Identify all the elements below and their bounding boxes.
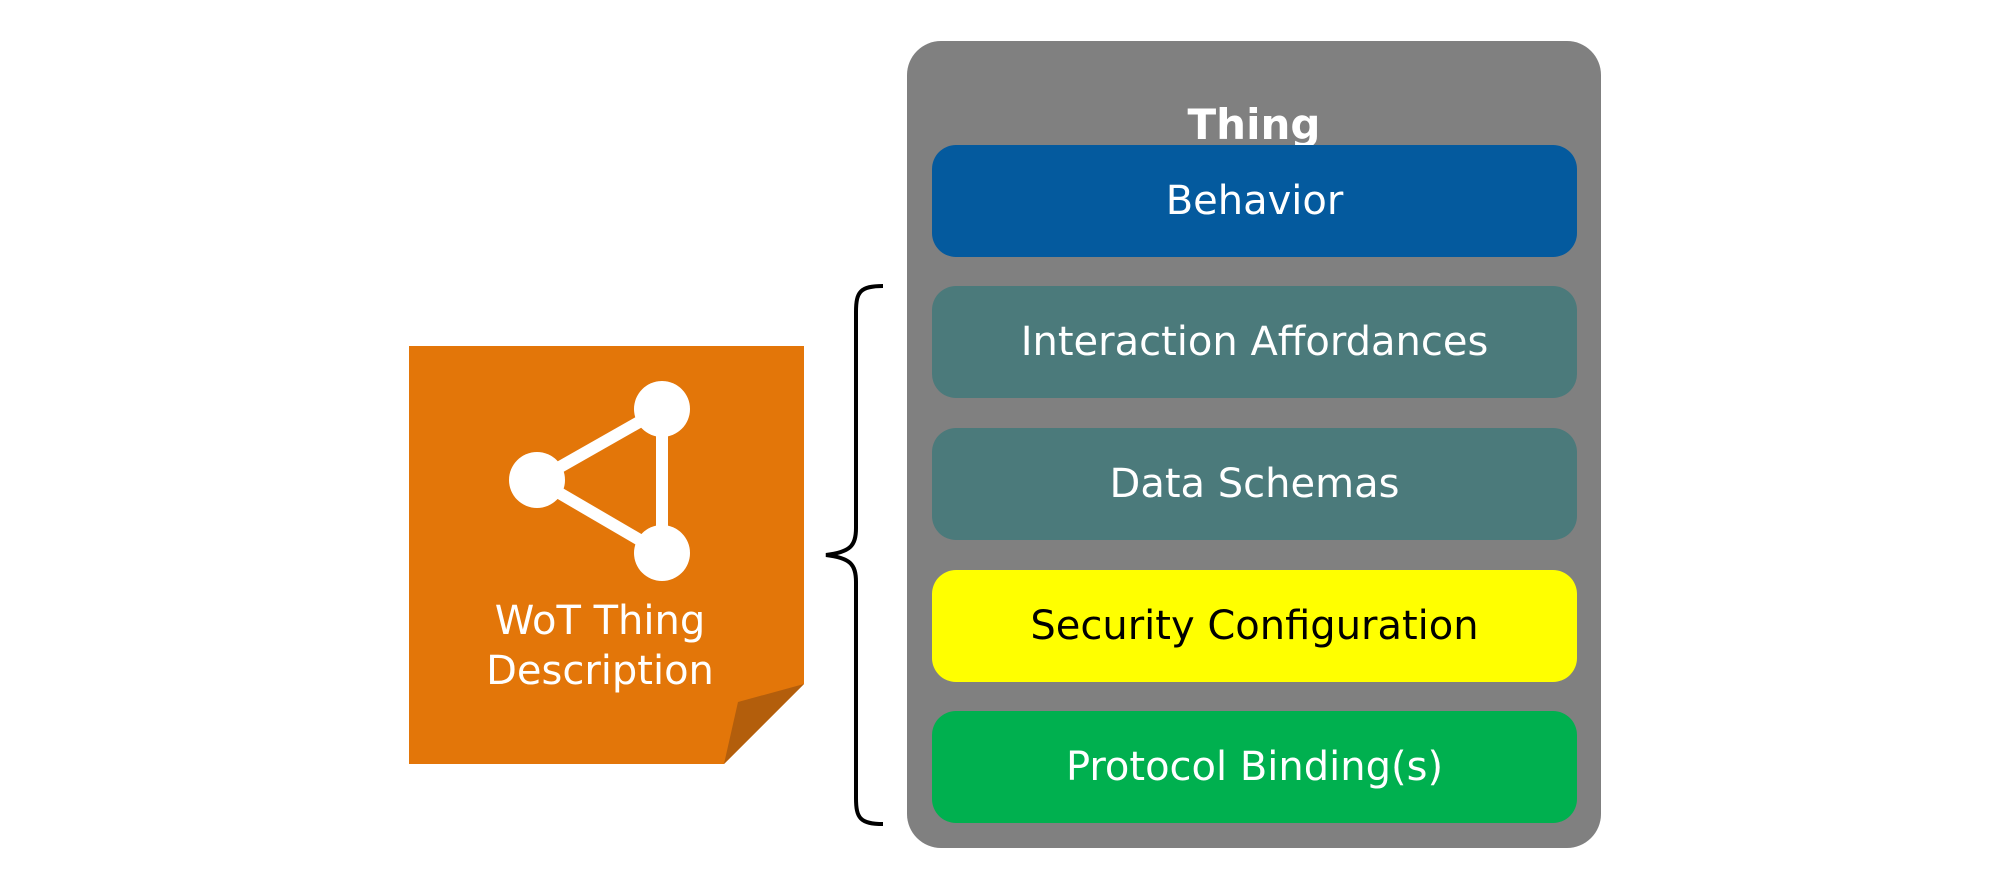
curly-brace [825, 284, 884, 826]
layer-data-schemas-label: Data Schemas [1109, 461, 1400, 507]
layer-behavior-label: Behavior [1165, 178, 1344, 224]
thing-container: Thing Behavior Interaction Affordances D… [907, 41, 1601, 848]
layer-protocol-bindings-label: Protocol Binding(s) [1065, 744, 1444, 790]
layer-protocol-bindings: Protocol Binding(s) [932, 711, 1577, 823]
graph-triangle-icon [509, 381, 690, 581]
thing-title: Thing [1187, 100, 1321, 149]
thing-description-card [409, 346, 804, 764]
document-page [409, 346, 804, 764]
layer-interaction-affordances-label: Interaction Affordances [1020, 319, 1489, 365]
layer-security-configuration-label: Security Configuration [1030, 603, 1479, 649]
layer-data-schemas: Data Schemas [932, 428, 1577, 540]
thing-description-label-line1: WoT Thing [494, 598, 706, 644]
layer-security-configuration: Security Configuration [932, 570, 1577, 682]
thing-description-shape [409, 346, 804, 764]
layer-behavior: Behavior [932, 145, 1577, 257]
thing-description-label-line2: Description [486, 648, 714, 694]
layer-interaction-affordances: Interaction Affordances [932, 286, 1577, 398]
document-folded-corner [724, 684, 804, 764]
